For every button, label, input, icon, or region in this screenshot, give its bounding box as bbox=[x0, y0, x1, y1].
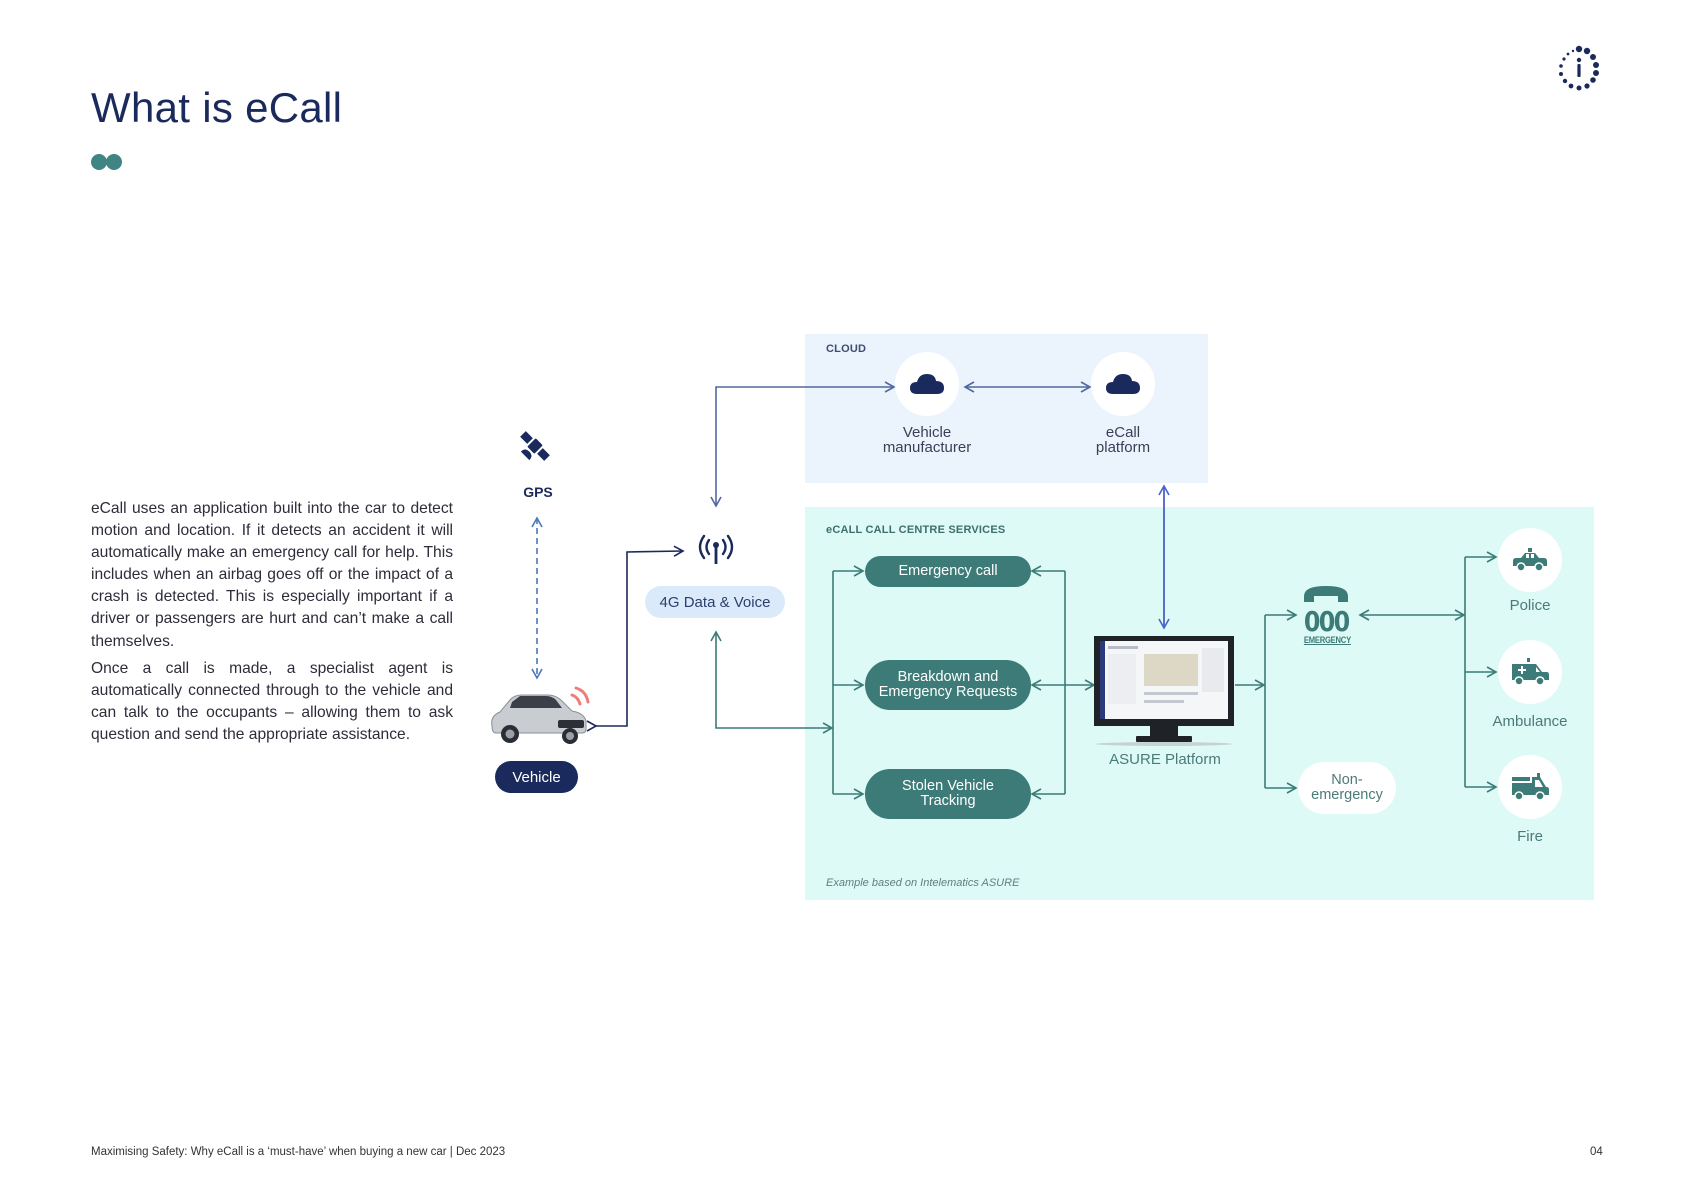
emergency-000-icon: 000 EMERGENCY bbox=[1300, 584, 1352, 646]
vehicle-manufacturer-label: Vehicle manufacturer bbox=[882, 424, 972, 456]
police-node bbox=[1498, 528, 1562, 592]
footer-text: Maximising Safety: Why eCall is a ‘must-… bbox=[91, 1146, 506, 1158]
ecall-platform-node bbox=[1091, 352, 1155, 416]
police-label: Police bbox=[1509, 597, 1551, 614]
fire-node bbox=[1498, 755, 1562, 819]
page-number: 04 bbox=[1590, 1146, 1603, 1158]
intro-paragraph-1: eCall uses an application built into the… bbox=[91, 500, 453, 650]
asure-platform-label: ASURE Platform bbox=[1109, 751, 1221, 768]
phone-handset-icon bbox=[1304, 586, 1348, 602]
service-emergency-call: Emergency call bbox=[865, 556, 1031, 587]
call-centre-section-label: eCALL CALL CENTRE SERVICES bbox=[826, 524, 1006, 536]
police-car-icon bbox=[1513, 548, 1547, 572]
vehicle-manufacturer-node bbox=[895, 352, 959, 416]
car-icon bbox=[491, 686, 590, 744]
service-stolen-vehicle-tracking: Stolen Vehicle Tracking bbox=[865, 769, 1031, 819]
vehicle-pill: Vehicle bbox=[495, 761, 578, 793]
service-breakdown-emergency: Breakdown and Emergency Requests bbox=[865, 660, 1031, 710]
ambulance-icon bbox=[1512, 658, 1549, 686]
fire-truck-icon bbox=[1512, 773, 1549, 801]
title-accent-dots bbox=[91, 154, 122, 170]
cloud-panel bbox=[805, 334, 1208, 483]
ambulance-node bbox=[1498, 640, 1562, 704]
cloud-icon bbox=[1106, 374, 1140, 394]
ambulance-label: Ambulance bbox=[1492, 713, 1568, 730]
page-title: What is eCall bbox=[91, 84, 343, 131]
asure-monitor-icon bbox=[1094, 636, 1234, 746]
satellite-icon bbox=[520, 431, 550, 461]
ecall-platform-label: eCall platform bbox=[1095, 424, 1151, 456]
info-logo-icon bbox=[1559, 45, 1599, 91]
cloud-section-label: CLOUD bbox=[826, 343, 867, 355]
example-note: Example based on Intelematics ASURE bbox=[826, 877, 1020, 889]
gps-label: GPS bbox=[523, 484, 553, 500]
antenna-icon bbox=[698, 534, 734, 564]
network-4g-pill: 4G Data & Voice bbox=[645, 586, 785, 618]
fire-label: Fire bbox=[1517, 828, 1543, 845]
non-emergency-pill: Non- emergency bbox=[1298, 762, 1396, 814]
intro-paragraph-2: Once a call is made, a specialist agent … bbox=[91, 659, 453, 743]
cloud-icon bbox=[910, 374, 944, 394]
intro-text: eCall uses an application built into the… bbox=[91, 498, 453, 751]
